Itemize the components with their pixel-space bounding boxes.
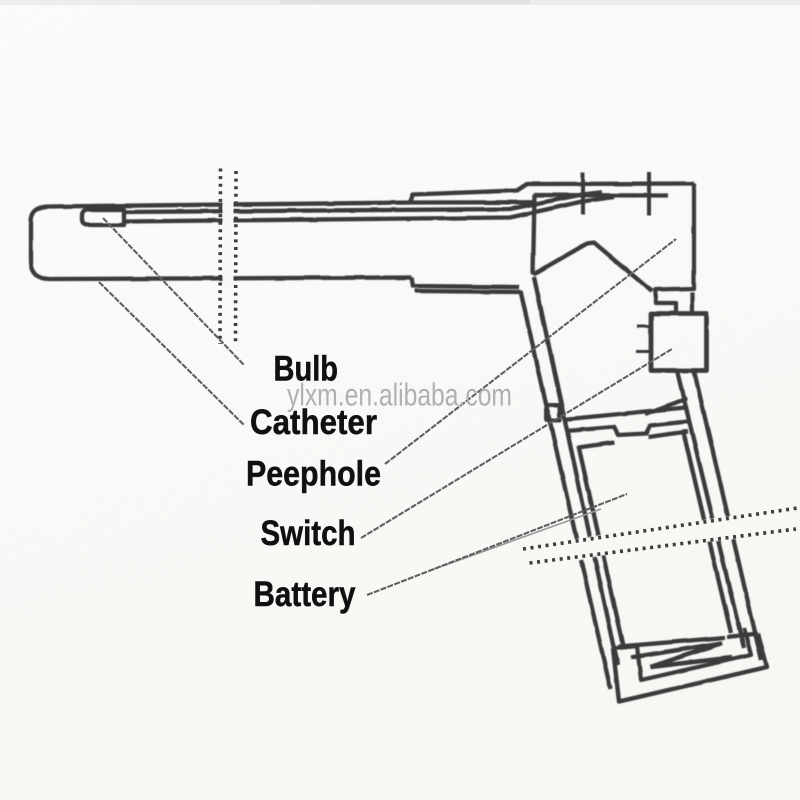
svg-text:Bulb: Bulb — [274, 349, 339, 389]
svg-text:Peephole: Peephole — [246, 454, 381, 494]
svg-text:Switch: Switch — [261, 513, 356, 553]
svg-text:Catheter: Catheter — [250, 402, 377, 442]
svg-text:ylxm.en.alibaba.com: ylxm.en.alibaba.com — [287, 377, 512, 413]
svg-text:Battery: Battery — [254, 574, 356, 614]
